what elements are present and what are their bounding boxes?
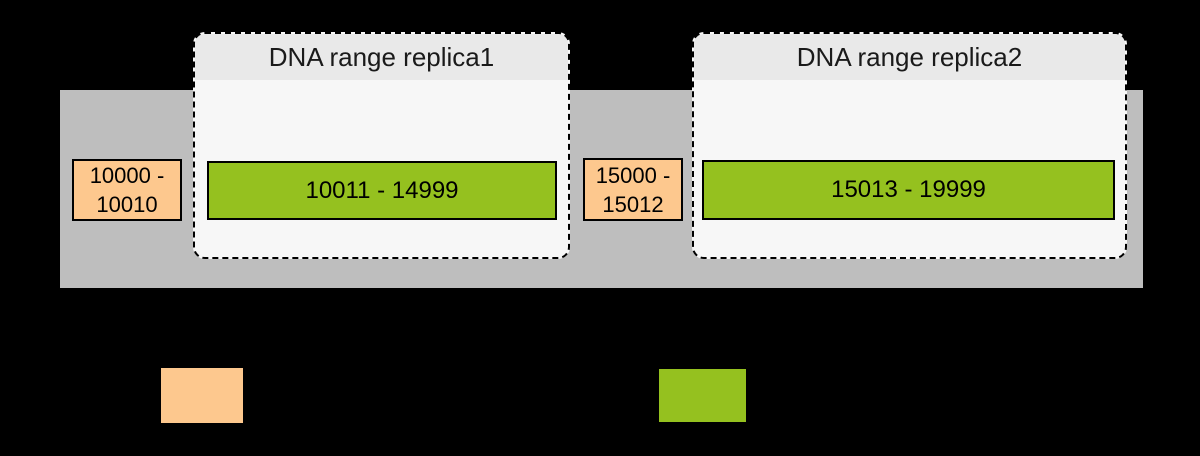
replica1-range-box: 10011 - 14999 [207, 161, 557, 220]
unreplicated-range-1-line2: 10010 [96, 192, 158, 217]
replica1-title: DNA range replica1 [195, 34, 568, 80]
unreplicated-range-2-line1: 15000 - [595, 162, 671, 188]
replica1-panel: DNA range replica1 [193, 32, 570, 259]
legend-swatch-replicated [657, 367, 748, 424]
unreplicated-range-1-line1: 10000 - [89, 163, 165, 188]
legend-swatch-unreplicated [159, 366, 245, 425]
replica2-panel: DNA range replica2 [692, 32, 1127, 259]
replica2-range-box: 15013 - 19999 [702, 160, 1115, 220]
unreplicated-range-2-line2: 15012 [602, 191, 664, 217]
unreplicated-range-1-box: 10000 - 10010 [72, 159, 182, 221]
unreplicated-range-2-box: 15000 - 15012 [583, 158, 683, 221]
replica2-title: DNA range replica2 [694, 34, 1125, 80]
